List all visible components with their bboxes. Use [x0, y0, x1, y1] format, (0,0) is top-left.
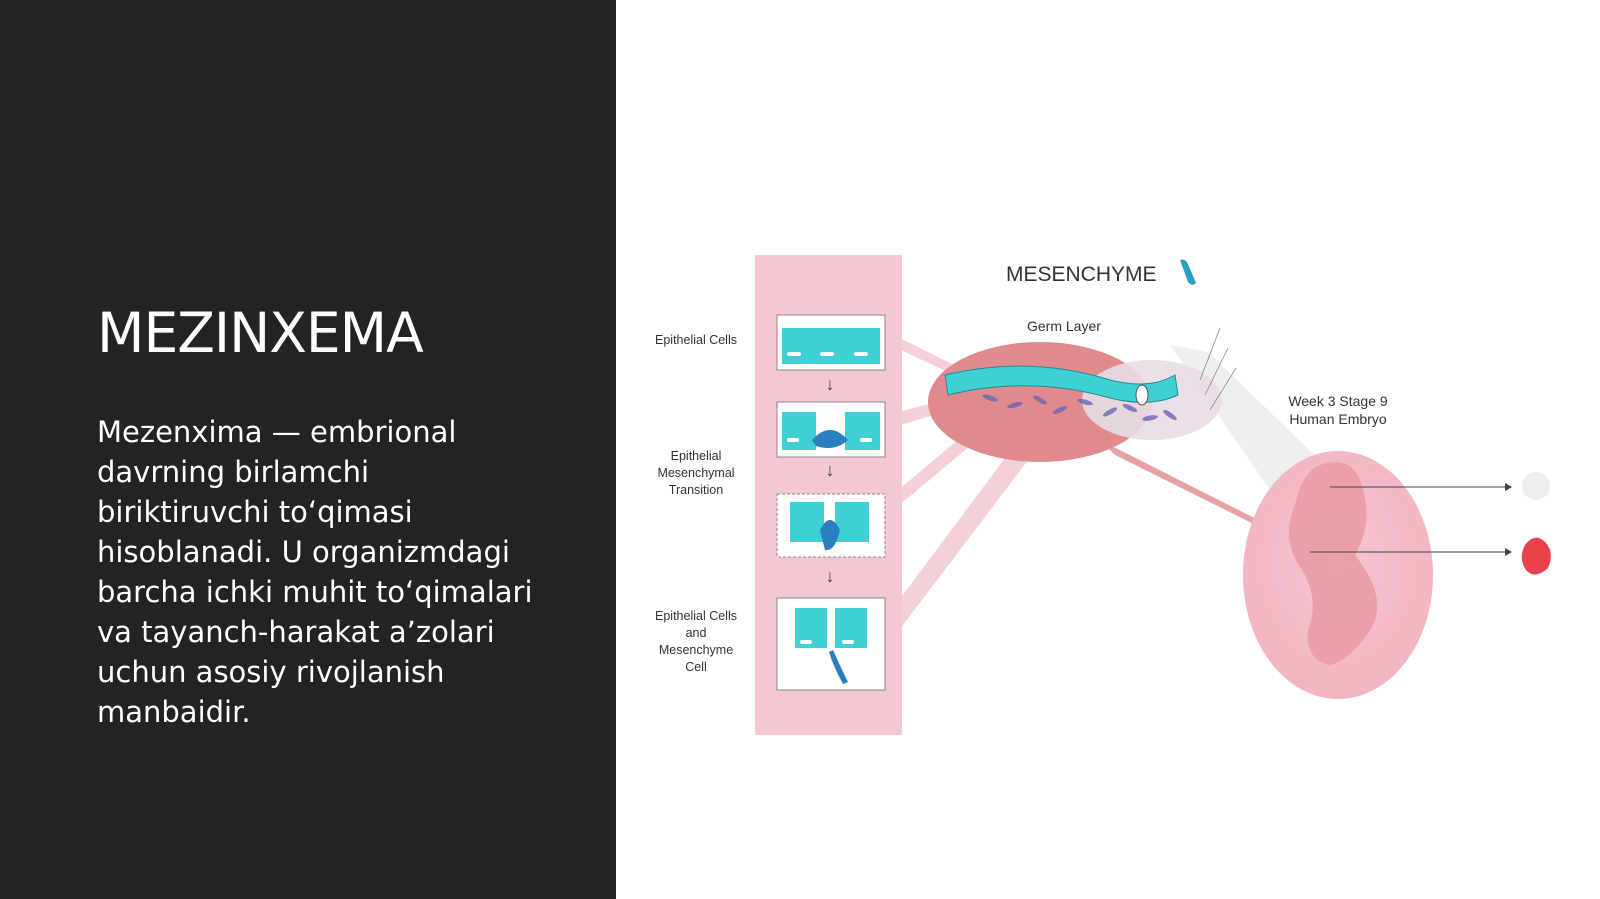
neural-tube	[1135, 384, 1149, 406]
diagram-heading: MESENCHYME	[1006, 263, 1157, 286]
mesenchyme-diagram: ↓ ↓ ↓ Epithelial Cells E	[630, 240, 1570, 750]
week-stage-thumbnail-1	[1522, 472, 1550, 500]
layer-leader-lines	[1199, 327, 1237, 411]
outgoing-arrows	[1310, 483, 1512, 556]
slide-body-text: Mezenxima — embrional davrning birlamchi…	[97, 415, 533, 729]
stage-box-3	[776, 493, 886, 558]
label-mixed-line3: Mesenchyme	[659, 643, 733, 657]
embryo-label-line2: Human Embryo	[1289, 411, 1386, 427]
label-emt-line1: Epithelial	[671, 449, 722, 463]
title-panel	[0, 0, 616, 899]
stage-box-4	[776, 597, 886, 691]
embryo-body	[1288, 462, 1378, 665]
arrow-down-icon: ↓	[826, 460, 835, 480]
label-mixed-line1: Epithelial Cells	[655, 609, 737, 623]
label-emt-line2: Mesenchymal	[657, 466, 734, 480]
label-emt-line3: Transition	[669, 483, 723, 497]
mesenchyme-cells	[982, 394, 1177, 421]
stage-box-2	[776, 401, 886, 458]
epithelial-sheet	[944, 365, 1179, 403]
stage-box-1	[776, 314, 886, 371]
label-epithelial-cells: Epithelial Cells	[655, 333, 737, 347]
label-mixed-line2: and	[686, 626, 707, 640]
embryo-label-line1: Week 3 Stage 9	[1288, 393, 1388, 409]
week-stage-thumbnail-2	[1521, 537, 1551, 575]
mesenchyme-illustration: ↓ ↓ ↓ Epithelial Cells E	[655, 255, 1551, 735]
label-mixed-line4: Cell	[685, 660, 707, 674]
connection-beam	[1100, 440, 1302, 548]
slide-title: MEZINXEMA	[97, 301, 424, 365]
germ-layer-label: Germ Layer	[1027, 318, 1101, 334]
arrow-down-icon: ↓	[826, 374, 835, 394]
arrow-down-icon: ↓	[826, 566, 835, 586]
mesenchyme-cell-icon	[1180, 259, 1196, 285]
